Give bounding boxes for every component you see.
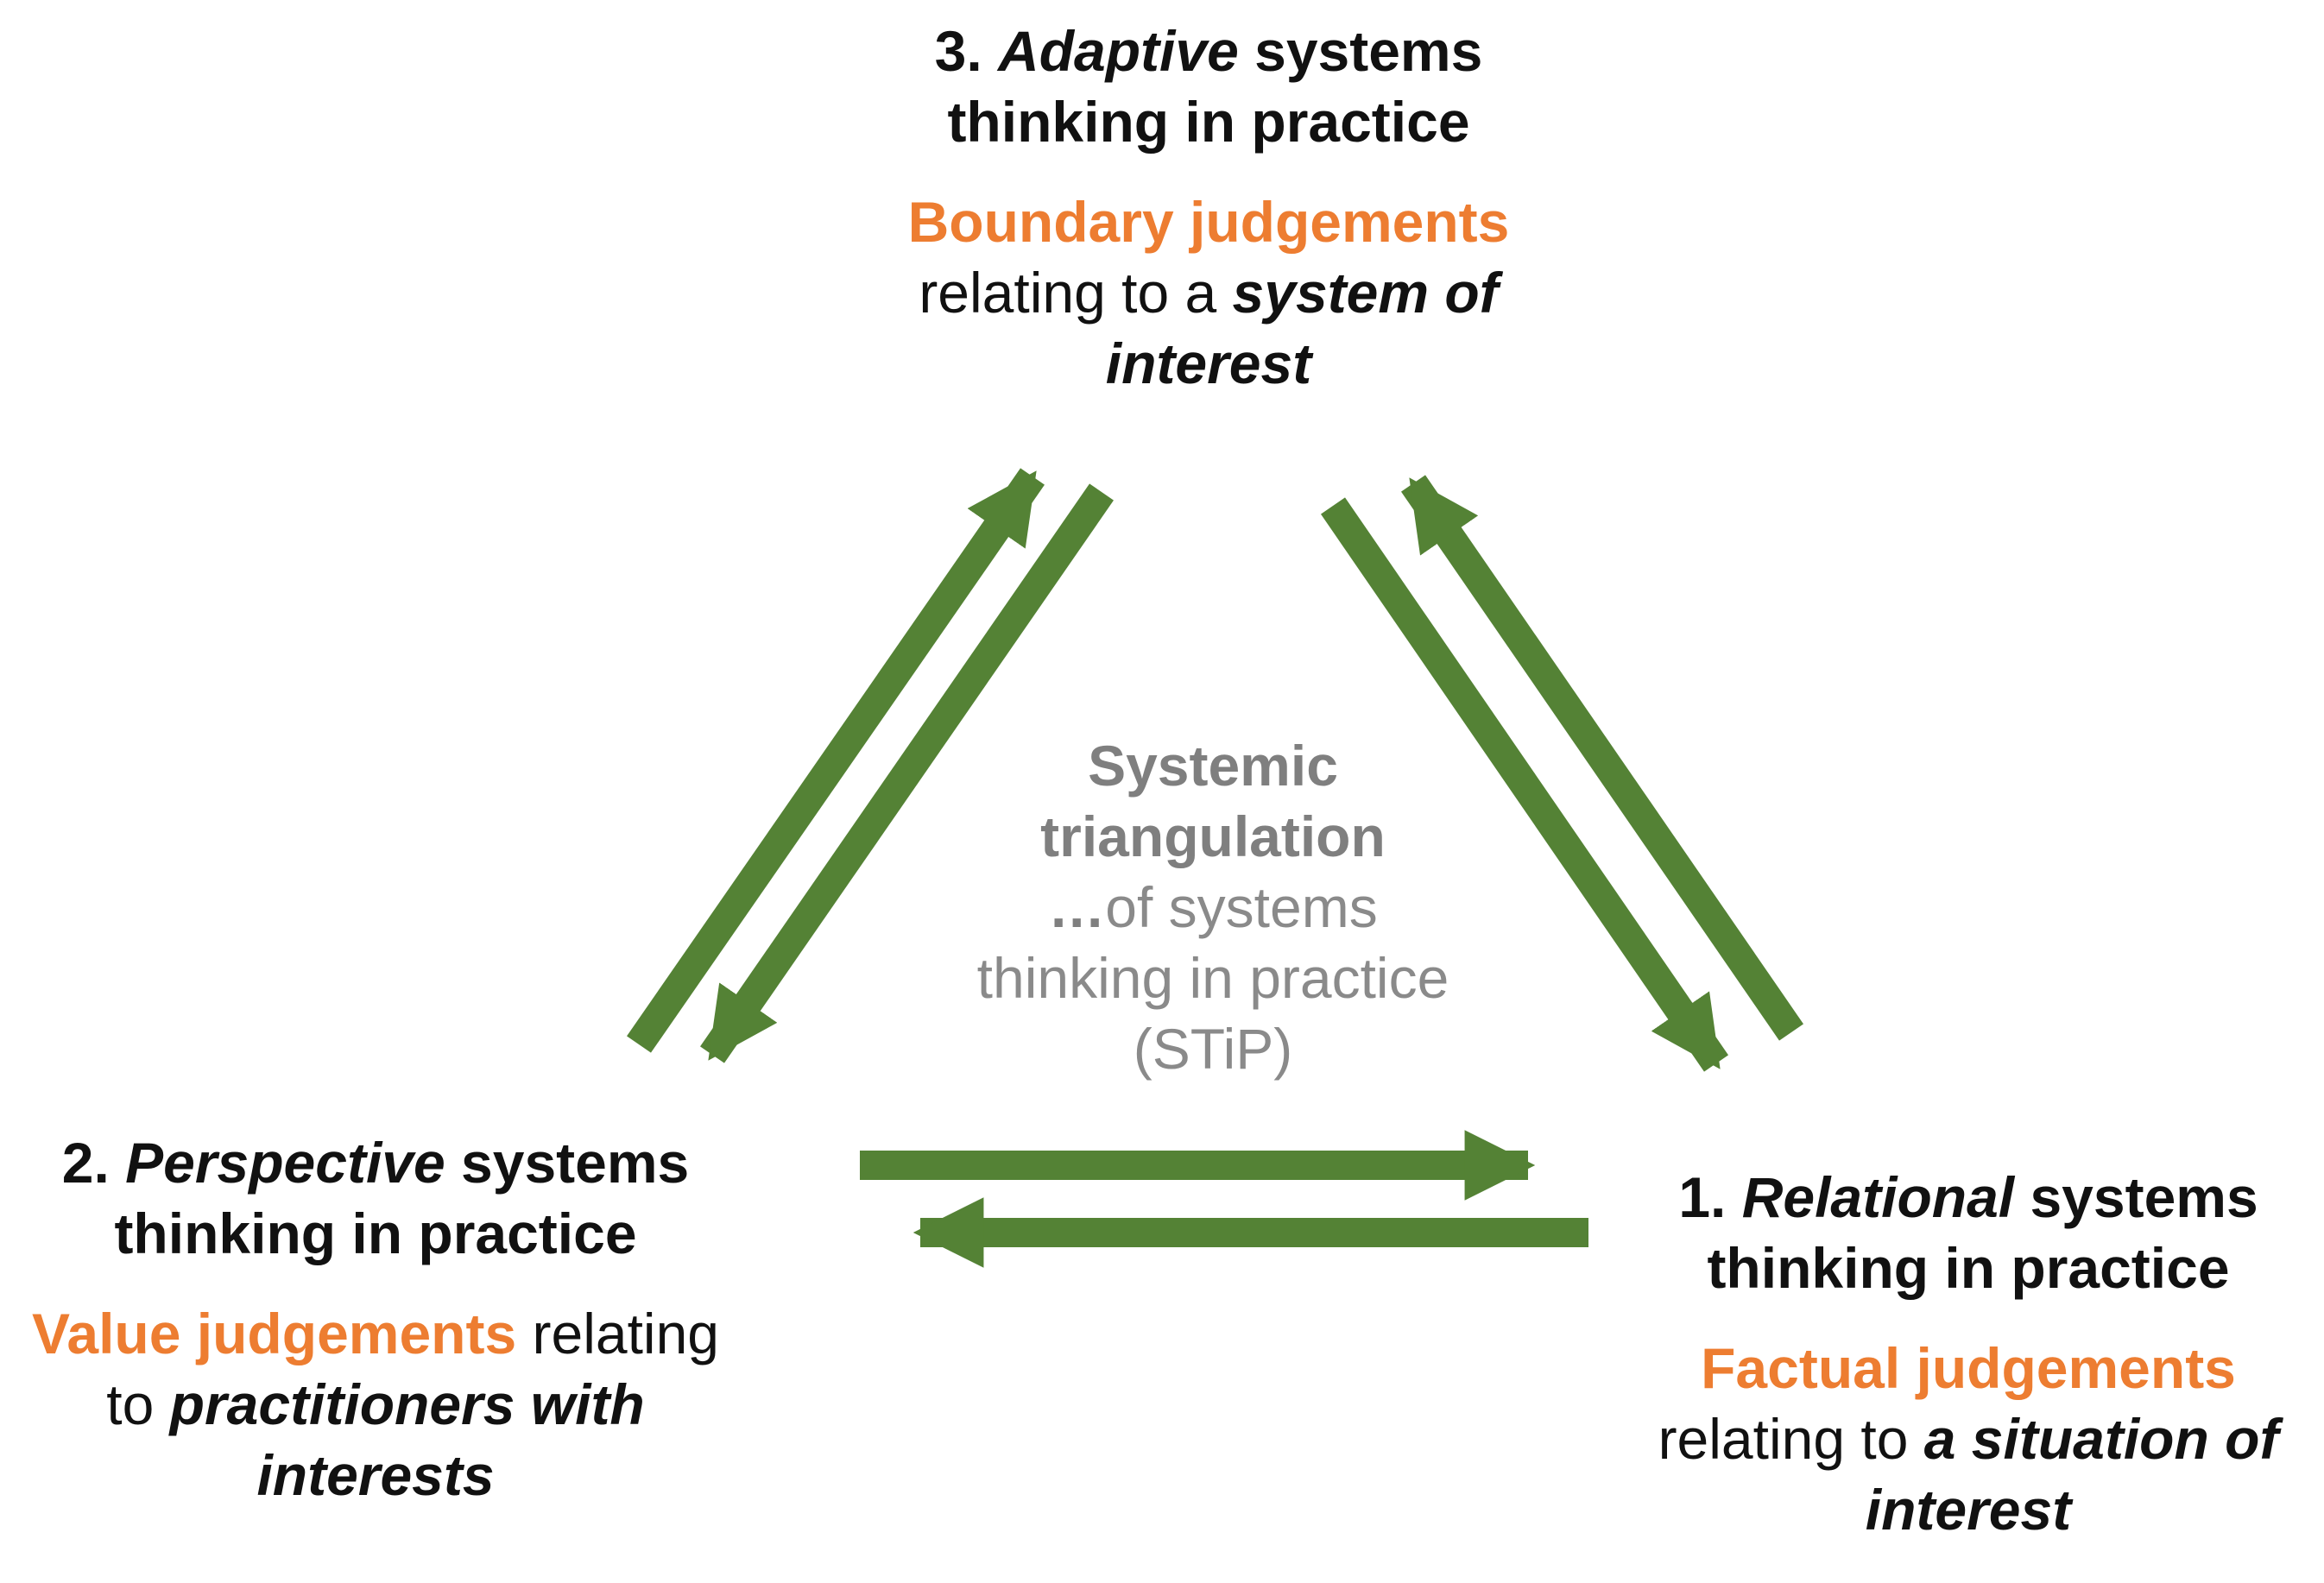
node-relational: 1. Relational systems thinking in practi…: [1623, 1162, 2314, 1545]
arrow-adaptive-to-perspective: [700, 483, 1114, 1063]
center-line3: …of systems: [1048, 875, 1378, 939]
relational-relating: relating to a situation of: [1658, 1407, 2279, 1471]
relational-judgement: Factual judgements: [1701, 1336, 2236, 1400]
adaptive-title: 3. Adaptive systems: [934, 19, 1483, 83]
node-adaptive: 3. Adaptive systems thinking in practice…: [829, 16, 1588, 399]
center-line1: Systemic: [1088, 734, 1338, 798]
node-perspective: 2. Perspective systems thinking in pract…: [0, 1127, 751, 1510]
adaptive-judgement: Boundary judgements: [907, 190, 1510, 254]
perspective-title: 2. Perspective systems: [61, 1131, 690, 1195]
perspective-type-word: Perspective: [125, 1131, 445, 1195]
center-label-stip: Systemic triangulation …of systems think…: [915, 730, 1511, 1084]
center-line2: triangulation: [1040, 804, 1386, 868]
arrow-perspective-to-adaptive: [627, 468, 1045, 1053]
adaptive-relating: relating to a system of: [919, 261, 1499, 325]
relational-title: 1. Relational systems: [1678, 1165, 2258, 1229]
adaptive-object-line2: interest: [1105, 331, 1312, 395]
arrow-relational-to-adaptive: [1400, 475, 1804, 1041]
adaptive-object: system of: [1232, 261, 1499, 325]
perspective-judgement: Value judgements: [32, 1302, 517, 1365]
relational-object: a situation of: [1923, 1407, 2279, 1471]
center-line5: (STiP): [1133, 1017, 1293, 1081]
arrow-adaptive-to-relational: [1320, 497, 1729, 1072]
perspective-object: practitioners with: [169, 1372, 645, 1436]
center-line4: thinking in practice: [976, 946, 1449, 1010]
perspective-title-line2: thinking in practice: [114, 1201, 637, 1265]
perspective-object-line: to practitioners with: [106, 1372, 645, 1436]
perspective-object-line2: interests: [256, 1443, 495, 1507]
adaptive-title-line2: thinking in practice: [947, 90, 1470, 154]
relational-title-line2: thinking in practice: [1707, 1236, 2230, 1300]
adaptive-type-word: Adaptive: [998, 19, 1239, 83]
relational-object-line2: interest: [1865, 1478, 2072, 1542]
center-ellipsis: …: [1048, 875, 1106, 939]
perspective-judgement-line: Value judgements relating: [32, 1302, 719, 1365]
relational-type-word: Relational: [1741, 1165, 2015, 1229]
